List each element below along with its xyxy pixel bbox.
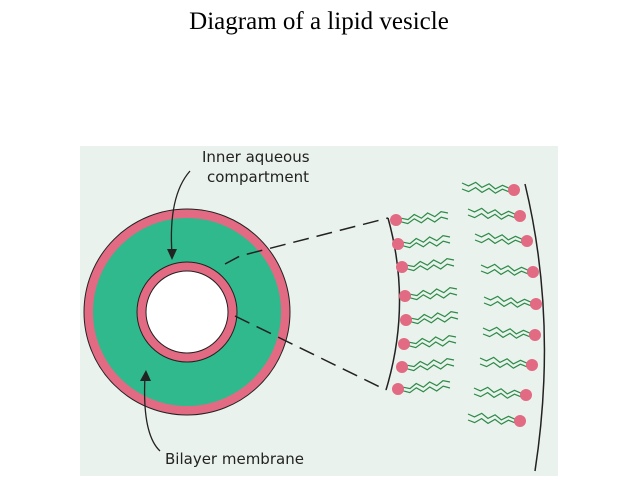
page-title: Diagram of a lipid vesicle — [189, 8, 449, 35]
lipid-tail — [473, 391, 522, 399]
inner-arrowhead — [167, 249, 177, 260]
lipid-tail — [406, 363, 455, 372]
lipid-tail — [473, 386, 522, 395]
lipid-head — [508, 184, 520, 196]
lipid-head — [390, 214, 402, 226]
lipid-tail — [400, 216, 449, 225]
lipid-head — [396, 261, 408, 273]
lipid-tail — [410, 316, 459, 325]
lipid-head — [398, 338, 410, 350]
inner-compartment-arrow — [170, 170, 191, 255]
lipid-tail — [474, 232, 523, 241]
bilayer-arrowhead — [140, 370, 151, 381]
lipid-tail — [474, 237, 523, 245]
lipid-tail — [402, 379, 451, 390]
bilayer-membrane-label: Bilayer membrane — [165, 450, 304, 468]
bilayer-zoom — [390, 181, 542, 427]
inner-label-line2: compartment — [207, 168, 309, 186]
inner-label-line1: Inner aqueous — [202, 148, 310, 166]
lipid-tail — [461, 186, 510, 194]
zoom-line-bottom — [234, 315, 387, 391]
lipid-head — [521, 235, 533, 247]
lipid-tail — [480, 268, 529, 276]
bilayer-membrane-arrow — [143, 375, 161, 452]
lipid-tail — [402, 385, 451, 394]
lipid-head — [514, 415, 526, 427]
lipid-tail — [406, 357, 455, 368]
lipid-tail — [409, 286, 458, 297]
lipid-tail — [467, 412, 516, 421]
label-arrows — [143, 170, 191, 452]
zoom-arc-outer — [524, 183, 546, 472]
lipid-head — [527, 266, 539, 278]
lipid-tail — [406, 263, 455, 272]
lipid-head — [526, 359, 538, 371]
lipid-tail — [479, 356, 528, 365]
lipid-tail — [408, 334, 457, 345]
lipid-tail — [467, 212, 516, 220]
lipid-head — [530, 298, 542, 310]
arrowheads — [140, 249, 177, 381]
lipid-tail — [400, 210, 449, 221]
lipid-head — [399, 290, 411, 302]
vesicle-diagram-svg: Inner aqueous compartment Bilayer membra… — [83, 148, 546, 472]
lipid-tail — [479, 361, 528, 369]
lipid-head — [514, 210, 526, 222]
lipid-tail — [402, 234, 451, 245]
zoom-lines — [224, 183, 546, 472]
lipid-tail — [408, 340, 457, 349]
lipid-tail — [483, 300, 532, 308]
lipid-tail — [402, 240, 451, 249]
lipid-tail — [483, 295, 532, 304]
lipid-tail — [482, 326, 531, 335]
lipid-head — [529, 329, 541, 341]
lipid-head — [396, 361, 408, 373]
lipid-tail — [480, 263, 529, 272]
vesicle-figure: Inner aqueous compartment Bilayer membra… — [80, 146, 558, 476]
lipid-tail — [406, 257, 455, 268]
zoom-arc-inner — [385, 217, 401, 391]
lipid-tail — [461, 181, 510, 190]
lipid-tail — [467, 417, 516, 425]
lipid-head — [392, 238, 404, 250]
lipid-head — [400, 314, 412, 326]
lipid-tail — [410, 310, 459, 321]
inner-aqueous-compartment — [145, 270, 229, 354]
lipid-tail — [482, 331, 531, 339]
zoom-line-top — [224, 217, 389, 265]
lipid-head — [392, 383, 404, 395]
lipid-tail — [409, 292, 458, 301]
lipid-head — [520, 389, 532, 401]
vesicle — [83, 208, 291, 416]
lipid-tail — [467, 207, 516, 216]
